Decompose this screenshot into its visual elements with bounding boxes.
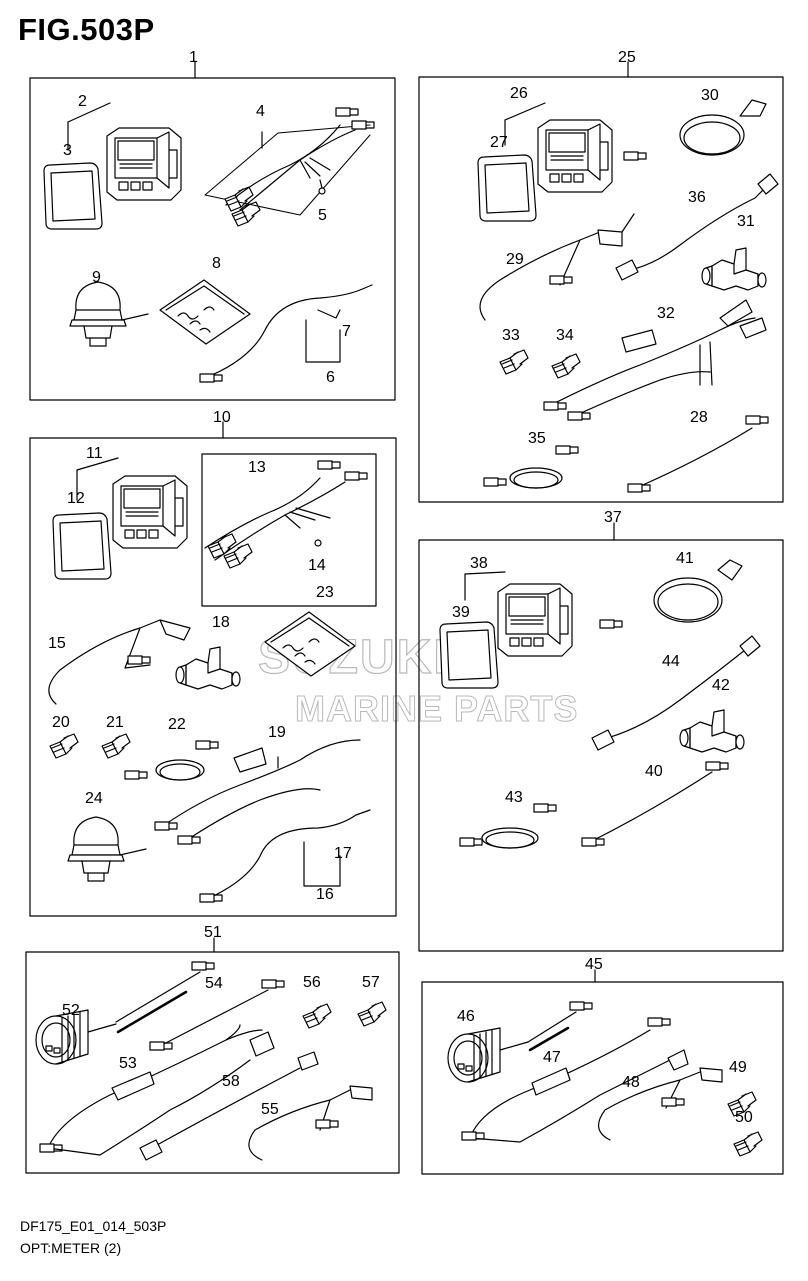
callout-39: 39 bbox=[452, 604, 470, 621]
callout-group-51: 51 bbox=[204, 924, 222, 941]
callout-15: 15 bbox=[48, 635, 66, 652]
group-frame-37 bbox=[418, 539, 784, 952]
callout-26: 26 bbox=[510, 85, 528, 102]
callout-52: 52 bbox=[62, 1002, 80, 1019]
callout-6: 6 bbox=[326, 369, 335, 386]
callout-22: 22 bbox=[168, 716, 186, 733]
callout-29: 29 bbox=[506, 251, 524, 268]
figure-code: DF175_E01_014_503P bbox=[20, 1218, 167, 1234]
callout-43: 43 bbox=[505, 789, 523, 806]
callout-57: 57 bbox=[362, 974, 380, 991]
callout-18: 18 bbox=[212, 614, 230, 631]
callout-32: 32 bbox=[657, 305, 675, 322]
callout-30: 30 bbox=[701, 87, 719, 104]
callout-group-10: 10 bbox=[213, 409, 231, 426]
callout-50: 50 bbox=[735, 1109, 753, 1126]
callout-group-1: 1 bbox=[189, 49, 198, 66]
callout-58: 58 bbox=[222, 1073, 240, 1090]
callout-55: 55 bbox=[261, 1101, 279, 1118]
callout-8: 8 bbox=[212, 255, 221, 272]
callout-11: 11 bbox=[86, 445, 103, 462]
callout-3: 3 bbox=[63, 142, 72, 159]
callout-21: 21 bbox=[106, 714, 124, 731]
callout-46: 46 bbox=[457, 1008, 475, 1025]
callout-54: 54 bbox=[205, 975, 223, 992]
watermark-subtitle: MARINE PARTS bbox=[294, 688, 579, 730]
callout-12: 12 bbox=[67, 490, 85, 507]
callout-2: 2 bbox=[78, 93, 87, 110]
group-frame-1 bbox=[29, 77, 396, 401]
group-frame-45 bbox=[421, 981, 784, 1175]
callout-17: 17 bbox=[334, 845, 352, 862]
callout-42: 42 bbox=[712, 677, 730, 694]
callout-56: 56 bbox=[303, 974, 321, 991]
group-frame-51 bbox=[25, 951, 400, 1174]
callout-53: 53 bbox=[119, 1055, 137, 1072]
callout-31: 31 bbox=[737, 213, 755, 230]
group-frame-25 bbox=[418, 76, 784, 503]
callout-36: 36 bbox=[688, 189, 706, 206]
callout-27: 27 bbox=[490, 134, 508, 151]
figure-caption: OPT:METER (2) bbox=[20, 1240, 122, 1256]
figure-title: FIG.503P bbox=[18, 12, 155, 47]
callout-13: 13 bbox=[248, 459, 266, 476]
callout-47: 47 bbox=[543, 1049, 561, 1066]
callout-48: 48 bbox=[622, 1074, 640, 1091]
callout-9: 9 bbox=[92, 269, 101, 286]
callout-28: 28 bbox=[690, 409, 708, 426]
callout-44: 44 bbox=[662, 653, 680, 670]
callout-24: 24 bbox=[85, 790, 103, 807]
callout-49: 49 bbox=[729, 1059, 747, 1076]
callout-34: 34 bbox=[556, 327, 574, 344]
callout-14: 14 bbox=[308, 557, 326, 574]
callout-group-37: 37 bbox=[604, 509, 622, 526]
callout-23: 23 bbox=[316, 584, 334, 601]
callout-20: 20 bbox=[52, 714, 70, 731]
callout-5: 5 bbox=[318, 207, 327, 224]
callout-7: 7 bbox=[342, 323, 351, 340]
callout-19: 19 bbox=[268, 724, 286, 741]
group-frame-10 bbox=[29, 437, 397, 917]
callout-38: 38 bbox=[470, 555, 488, 572]
callout-41: 41 bbox=[676, 550, 694, 567]
callout-group-45: 45 bbox=[585, 956, 603, 973]
callout-16: 16 bbox=[316, 886, 334, 903]
callout-35: 35 bbox=[528, 430, 546, 447]
callout-33: 33 bbox=[502, 327, 520, 344]
callout-group-25: 25 bbox=[618, 49, 636, 66]
callout-40: 40 bbox=[645, 763, 663, 780]
callout-4: 4 bbox=[256, 103, 265, 120]
